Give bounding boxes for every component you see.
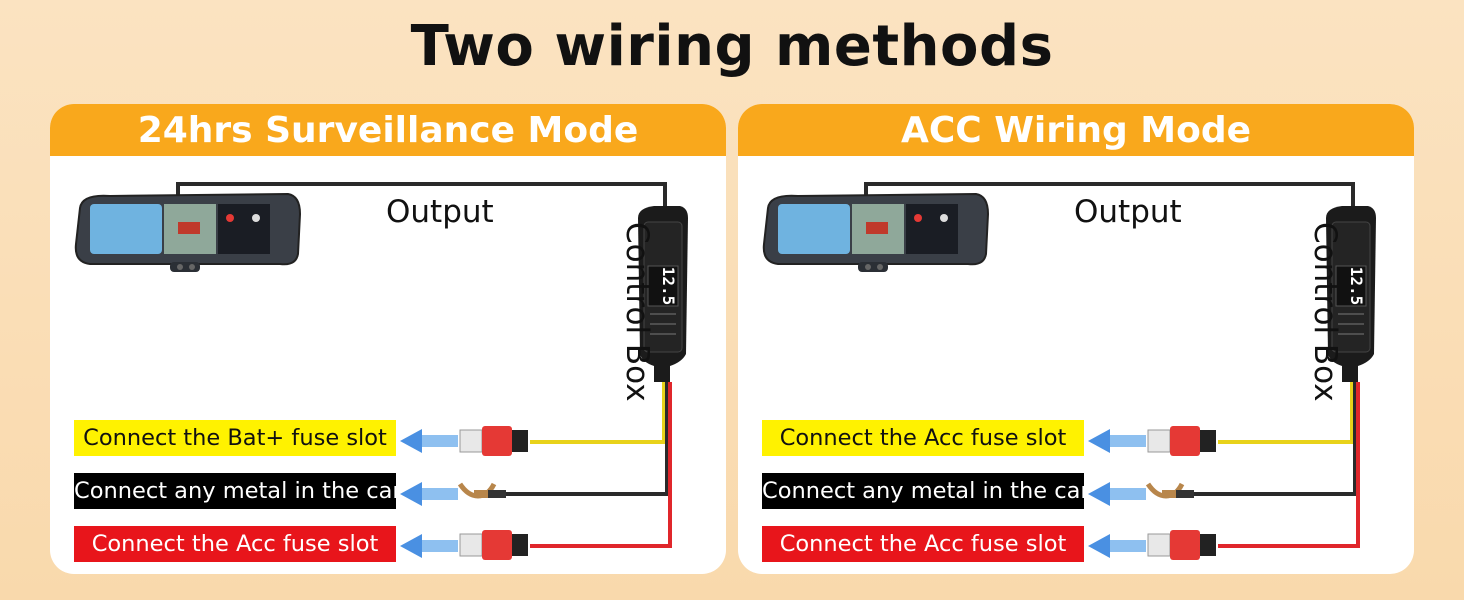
fuse-tap-red-icon — [1147, 530, 1216, 560]
rearview-mirror-icon — [762, 192, 990, 272]
acc-fuse-label: Connect the Acc fuse slot — [74, 526, 396, 562]
ring-terminal-icon — [457, 482, 506, 499]
page-title: Two wiring methods — [410, 14, 1054, 79]
control-box-label: Control Box — [1307, 222, 1343, 402]
control-box-icon: 12.5 — [638, 206, 688, 382]
voltage-display: 12.5 — [1347, 267, 1366, 306]
output-label: Output — [386, 194, 494, 230]
mirror-glass — [90, 204, 162, 254]
output-cable — [176, 182, 667, 206]
ground-label: Connect any metal in the car — [762, 473, 1090, 509]
output-cable — [864, 182, 1355, 206]
wiring-diagram: 12.5 — [74, 182, 688, 560]
control-box-label: Control Box — [619, 222, 655, 402]
arrow-left-icon — [1088, 482, 1146, 506]
bat-fuse-label: Connect the Bat+ fuse slot — [74, 420, 396, 456]
output-label: Output — [1074, 194, 1182, 230]
wire-black — [1194, 382, 1357, 496]
mirror-menu-screen — [218, 204, 270, 254]
car-icon — [866, 222, 888, 234]
panel-header: 24hrs Surveillance Mode — [50, 104, 726, 156]
acc-fuse-label: Connect the Acc fuse slot — [762, 526, 1084, 562]
arrow-left-icon — [1088, 534, 1146, 558]
fuse-tap-red-icon — [459, 530, 528, 560]
fuse-tap-yellow-icon — [1147, 426, 1216, 456]
arrow-left-icon — [400, 429, 458, 453]
arrow-left-icon — [400, 534, 458, 558]
acc-fuse-label: Connect the Acc fuse slot — [762, 420, 1084, 456]
wire-red — [530, 382, 672, 548]
panel-header: ACC Wiring Mode — [738, 104, 1414, 156]
mirror-glass — [778, 204, 850, 254]
voltage-display: 12.5 — [659, 267, 678, 306]
arrow-left-icon — [1088, 429, 1146, 453]
ground-label: Connect any metal in the car — [74, 473, 402, 509]
panel-acc-wiring: ACC Wiring Mode 12.5 — [738, 104, 1414, 574]
rearview-mirror-icon — [74, 192, 302, 272]
wire-yellow — [530, 382, 666, 444]
car-icon — [178, 222, 200, 234]
wiring-diagram: 12.5 — [762, 182, 1376, 560]
wire-yellow — [1218, 382, 1354, 444]
ring-terminal-icon — [1145, 482, 1194, 499]
wire-red — [1218, 382, 1360, 548]
wire-black — [506, 382, 669, 496]
panel-24hrs-surveillance: 24hrs Surveillance Mode 12.5 — [50, 104, 726, 574]
arrow-left-icon — [400, 482, 458, 506]
fuse-tap-yellow-icon — [459, 426, 528, 456]
mirror-menu-screen — [906, 204, 958, 254]
control-box-icon: 12.5 — [1326, 206, 1376, 382]
